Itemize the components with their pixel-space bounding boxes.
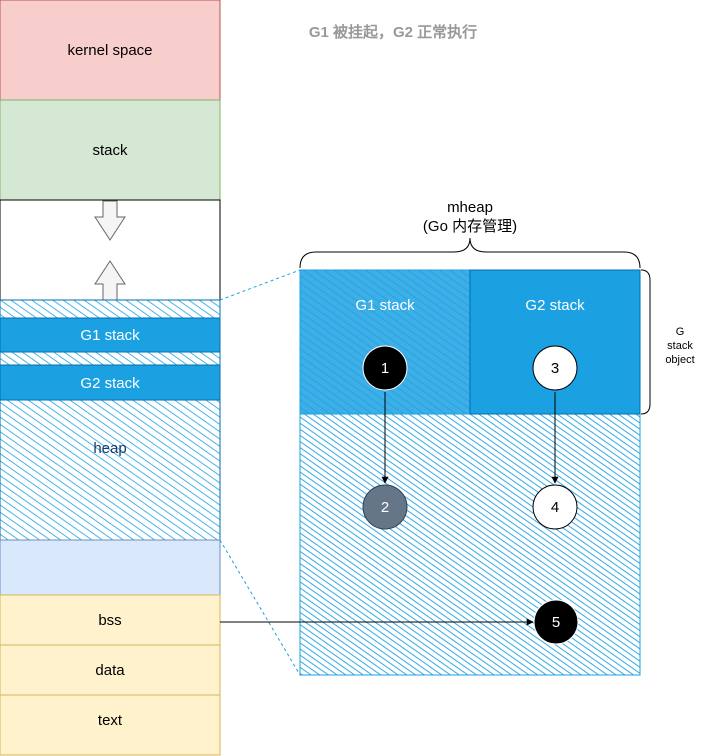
light-blue-block xyxy=(0,539,221,596)
kernel-space-label: kernel space xyxy=(67,42,152,59)
stack-label: stack xyxy=(92,142,128,159)
node-2 xyxy=(362,484,408,530)
data-block xyxy=(0,644,221,696)
g2-stack-block xyxy=(0,364,221,401)
arrow-down-icon xyxy=(94,200,126,241)
bss-label: bss xyxy=(98,612,121,629)
zoom-line-bottom xyxy=(219,539,301,676)
zoom-line-top xyxy=(219,269,301,301)
heap-label: heap xyxy=(93,440,126,457)
g2-stack-label: G2 stack xyxy=(80,375,140,392)
node-3 xyxy=(532,345,578,391)
stack-block xyxy=(0,99,221,201)
node-3-label: 3 xyxy=(551,360,559,377)
g1-stack-block xyxy=(0,317,221,353)
node-2-label: 2 xyxy=(381,499,389,516)
g-stack-object-label-3: object xyxy=(665,354,694,366)
g1-stack-label: G1 stack xyxy=(80,327,140,344)
node-1-label: 1 xyxy=(381,360,389,377)
g-stack-object-bracket xyxy=(640,269,651,415)
mheap-g2-stack-label: G2 stack xyxy=(525,297,585,314)
kernel-space-block xyxy=(0,0,221,101)
node-4-label: 4 xyxy=(551,499,559,516)
text-label: text xyxy=(98,712,123,729)
bss-block xyxy=(0,594,221,646)
mheap-g1-stack-label: G1 stack xyxy=(355,297,415,314)
data-label: data xyxy=(95,662,125,679)
mheap-title: mheap xyxy=(447,199,493,216)
arrow-up-icon xyxy=(94,260,126,301)
diagram-title: G1 被挂起，G2 正常执行 xyxy=(309,23,477,41)
mheap-panel: G1 stack G2 stack xyxy=(299,269,641,676)
text-block xyxy=(0,694,221,756)
g-stack-object-label-1: G xyxy=(676,326,685,338)
node-5-label: 5 xyxy=(552,614,560,631)
mheap-subtitle: (Go 内存管理) xyxy=(423,218,517,235)
mheap-brace xyxy=(299,237,641,269)
memory-layout-column: kernel space stack G1 stack G2 stack hea… xyxy=(0,0,221,756)
mheap-heap-area xyxy=(299,413,641,676)
node-5 xyxy=(533,599,579,645)
node-4 xyxy=(532,484,578,530)
node-1 xyxy=(362,345,408,391)
g-stack-object-label-2: stack xyxy=(667,340,693,352)
